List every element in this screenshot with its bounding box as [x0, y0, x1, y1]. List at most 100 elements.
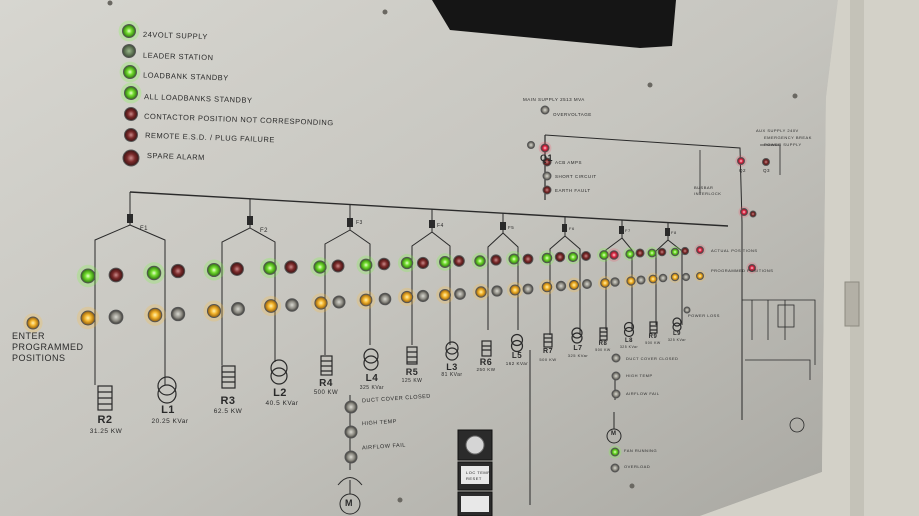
- load-name-r2: R2: [97, 414, 113, 426]
- bus-bar: [129, 191, 729, 227]
- fuse-label-f7: F7: [625, 228, 631, 233]
- duct-cover-label-right: DUCT COVER CLOSED: [626, 356, 679, 361]
- overvoltage-lamp: [540, 105, 550, 115]
- status-lamp-3: [123, 65, 137, 79]
- load-value-l5: 162 KVar: [505, 361, 529, 366]
- load-value-l4: 325 KVar: [359, 385, 385, 391]
- q2-lamp: [737, 157, 745, 165]
- actual-position-lamp-25: [599, 250, 609, 260]
- airflow-fail-lamp-right: [611, 389, 621, 399]
- aux-diagram: [699, 144, 816, 380]
- switch-line1: LOC TEMP: [466, 470, 491, 475]
- programmed-position-lamp-2: [108, 309, 124, 325]
- q1-label: Q1: [540, 153, 554, 163]
- load-name-r4: R4: [319, 378, 333, 389]
- load-name-l1: L1: [161, 404, 175, 416]
- actual-position-lamp-23: [567, 251, 579, 263]
- fuse-label-f2: F2: [260, 228, 269, 234]
- load-value-r7: 500 KW: [539, 357, 557, 362]
- q1-alarm-short-circuit: SHORT CIRCUIT: [555, 174, 597, 179]
- load-name-r6: R6: [479, 357, 493, 367]
- interlock-lamp-2: [749, 210, 757, 218]
- programmed-position-lamp-11: [359, 293, 373, 307]
- actual-position-lamp-20: [522, 253, 534, 265]
- actual-position-lamp-21: [541, 252, 553, 264]
- actual-position-lamp-4: [170, 263, 186, 279]
- actual-position-lamp-24: [581, 251, 591, 261]
- programmed-position-lamp-31: [670, 272, 680, 282]
- actual-position-lamp-22: [554, 251, 566, 263]
- airflow-fail-lamp: [344, 450, 358, 464]
- fuse-label-f4: F4: [437, 223, 444, 229]
- programmed-position-lamp-28: [636, 275, 646, 285]
- q1-lamp-left: [527, 141, 535, 149]
- fuse-label-f8: F8: [671, 230, 677, 235]
- programmed-position-lamp-8: [285, 298, 299, 312]
- q1-lamp: [540, 143, 550, 153]
- load-value-l2: 40.5 KVar: [265, 400, 299, 407]
- actual-position-lamp-19: [508, 253, 520, 265]
- q3-label: Q3: [763, 168, 771, 173]
- programmed-positions-label: PROGRAMMED POSITIONS: [711, 268, 774, 273]
- status-lamp-6: [124, 128, 138, 142]
- load-name-r9: R9: [648, 334, 658, 340]
- programmed-position-lamp-22: [555, 280, 567, 292]
- fuse-symbols: [127, 214, 670, 236]
- key-switch-block[interactable]: [457, 429, 493, 516]
- programmed-position-lamp-21: [541, 281, 553, 293]
- load-value-r6: 250 KW: [476, 367, 496, 372]
- actual-position-lamp-5: [206, 262, 222, 278]
- q3-lamp: [762, 158, 770, 166]
- switch-line2: RESET: [466, 476, 482, 481]
- load-name-l8: L8: [624, 338, 633, 344]
- fuse-label-f5: F5: [508, 225, 515, 230]
- load-name-l7: L7: [573, 345, 583, 352]
- overload-label: OVERLOAD: [624, 464, 651, 469]
- actual-position-lamp-12: [377, 257, 391, 271]
- load-value-l8: 325 KVar: [619, 345, 639, 349]
- actual-position-lamp-18: [490, 254, 502, 266]
- programmed-position-lamp-10: [332, 295, 346, 309]
- programmed-position-lamp-23: [568, 279, 580, 291]
- load-name-l5: L5: [511, 351, 523, 360]
- power-loss-label: POWER LOSS: [688, 313, 720, 318]
- fuse-label-f1: F1: [140, 226, 149, 232]
- frame-edge: [850, 0, 864, 516]
- programmed-position-lamp-18: [491, 285, 503, 297]
- load-value-r5: 125 KW: [401, 378, 423, 384]
- duct-cover-lamp: [344, 400, 358, 414]
- programmed-position-lamp-15: [439, 289, 451, 301]
- panel-screws: [107, 0, 798, 503]
- load-name-r8: R8: [598, 341, 608, 347]
- actual-position-lamp-11: [359, 258, 373, 272]
- actual-position-lamp-7: [263, 261, 277, 275]
- actual-position-lamp-15: [439, 256, 451, 268]
- power-supply-label: POWER SUPPLY: [764, 142, 802, 147]
- status-lamp-1: [122, 24, 136, 38]
- programmed-position-lamp-6: [231, 302, 245, 316]
- load-name-l4: L4: [365, 373, 379, 384]
- aux-lamp: [748, 264, 756, 272]
- overload-lamp: [610, 463, 620, 473]
- actual-position-lamp-32: [680, 246, 690, 256]
- q2-label: Q2: [739, 168, 747, 173]
- overvoltage-label: OVERVOLTAGE: [553, 112, 592, 117]
- programmed-position-lamp-32: [681, 272, 691, 282]
- load-name-r3: R3: [220, 395, 236, 407]
- actual-position-lamp-16: [453, 255, 465, 267]
- duct-cover-lamp-right: [611, 353, 621, 363]
- programmed-position-lamp-17: [475, 286, 487, 298]
- main-supply-label: MAIN SUPPLY 2513 MVA: [523, 97, 585, 102]
- programmed-position-lamp-33: [696, 272, 704, 280]
- programmed-position-lamp-26: [610, 277, 620, 287]
- panel-frame: [700, 0, 919, 516]
- actual-position-lamp-9: [313, 260, 327, 274]
- actual-position-lamp-8: [284, 260, 298, 274]
- load-name-r5: R5: [405, 367, 419, 377]
- actual-positions-label: ACTUAL POSITIONS: [711, 248, 758, 253]
- programmed-position-lamp-13: [400, 290, 414, 304]
- actual-position-lamp-17: [474, 255, 486, 267]
- actual-position-lamp-3: [146, 265, 162, 281]
- airflow-fail-label-right: AIRFLOW FAIL: [626, 391, 660, 396]
